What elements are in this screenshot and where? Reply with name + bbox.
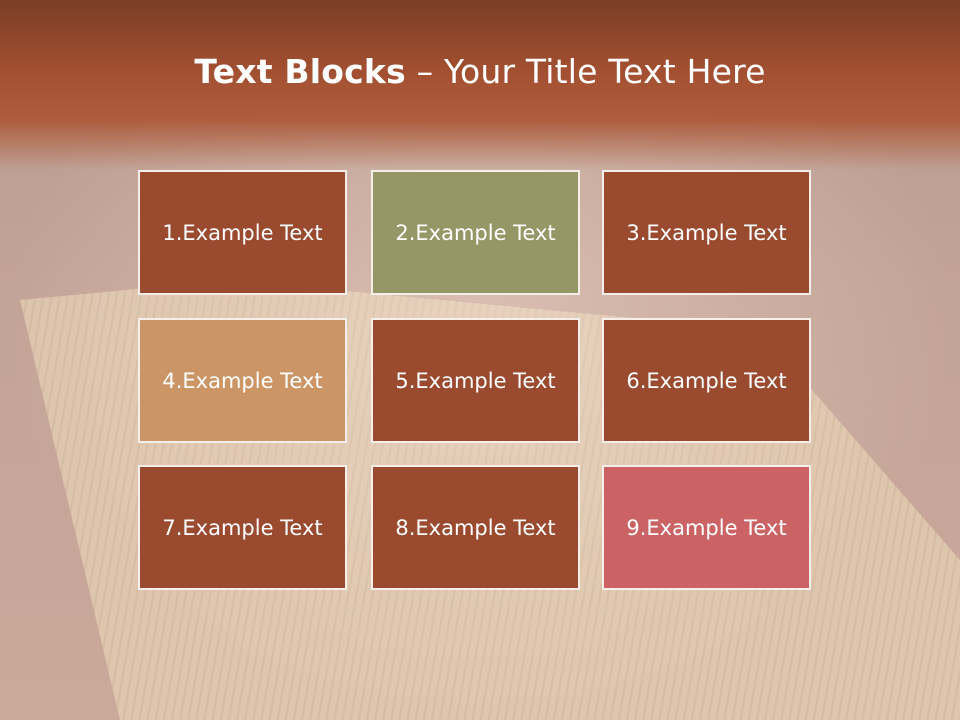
text-block-7[interactable]: 7.Example Text [138, 465, 347, 590]
text-block-8[interactable]: 8.Example Text [371, 465, 580, 590]
text-block-1[interactable]: 1.Example Text [138, 170, 347, 295]
text-block-label: 4.Example Text [162, 368, 323, 393]
text-block-5[interactable]: 5.Example Text [371, 318, 580, 443]
text-blocks-grid: 1.Example Text 2.Example Text 3.Example … [138, 170, 816, 594]
text-block-3[interactable]: 3.Example Text [602, 170, 811, 295]
text-block-label: 3.Example Text [626, 220, 787, 245]
text-block-label: 5.Example Text [395, 368, 556, 393]
text-block-2[interactable]: 2.Example Text [371, 170, 580, 295]
slide-title: Text Blocks – Your Title Text Here [0, 52, 960, 91]
text-block-label: 6.Example Text [626, 368, 787, 393]
text-block-4[interactable]: 4.Example Text [138, 318, 347, 443]
text-block-label: 9.Example Text [626, 515, 787, 540]
text-block-label: 8.Example Text [395, 515, 556, 540]
title-rest: Your Title Text Here [443, 52, 766, 91]
text-block-9[interactable]: 9.Example Text [602, 465, 811, 590]
text-block-label: 7.Example Text [162, 515, 323, 540]
text-block-label: 2.Example Text [395, 220, 556, 245]
title-bold-part: Text Blocks [194, 52, 406, 91]
title-band [0, 0, 960, 170]
text-block-label: 1.Example Text [162, 220, 323, 245]
text-block-6[interactable]: 6.Example Text [602, 318, 811, 443]
title-separator: – [405, 52, 444, 91]
